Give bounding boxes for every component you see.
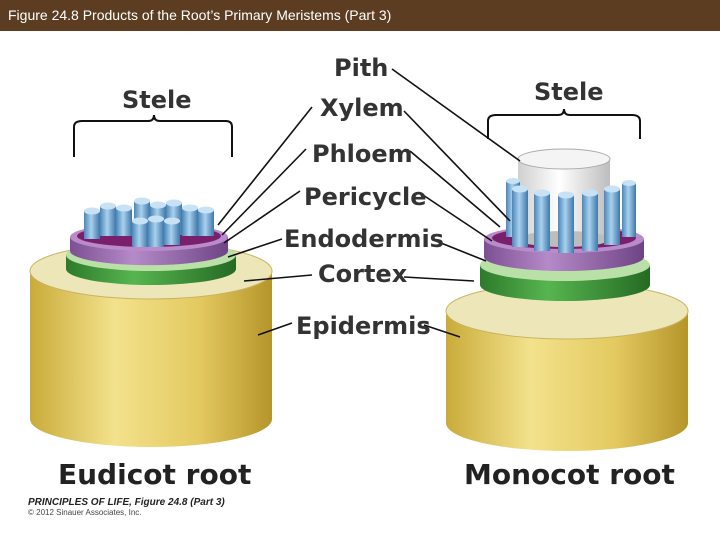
label-xylem: Xylem xyxy=(320,94,404,122)
credit-line-2: © 2012 Sinauer Associates, Inc. xyxy=(28,508,142,517)
page-title: Figure 24.8 Products of the Root’s Prima… xyxy=(0,0,720,31)
eudicot-stele-bracket xyxy=(73,114,233,157)
caption-monocot: Monocot root xyxy=(464,458,675,491)
monocot-xylem xyxy=(506,178,636,253)
eudicot-xylem xyxy=(84,197,214,247)
leader-lines xyxy=(217,68,521,338)
label-endodermis: Endodermis xyxy=(284,225,444,253)
caption-eudicot: Eudicot root xyxy=(58,458,251,491)
credit-line-1: PRINCIPLES OF LIFE, Figure 24.8 (Part 3) xyxy=(28,497,225,508)
label-stele-left: Stele xyxy=(122,86,192,114)
label-stele-right: Stele xyxy=(534,78,604,106)
label-phloem: Phloem xyxy=(312,140,413,168)
label-pith: Pith xyxy=(334,54,388,82)
label-epidermis: Epidermis xyxy=(296,312,431,340)
monocot-stele-bracket xyxy=(487,108,641,139)
monocot-epidermis xyxy=(446,311,688,451)
monocot-root xyxy=(445,108,689,451)
eudicot-epidermis xyxy=(30,271,272,447)
label-cortex: Cortex xyxy=(318,260,408,288)
label-pericycle: Pericycle xyxy=(304,183,427,211)
root-diagram: Pith Xylem Phloem Pericycle Endodermis C… xyxy=(29,54,689,491)
figure-credit: PRINCIPLES OF LIFE, Figure 24.8 (Part 3)… xyxy=(28,497,225,517)
eudicot-root xyxy=(29,114,273,447)
